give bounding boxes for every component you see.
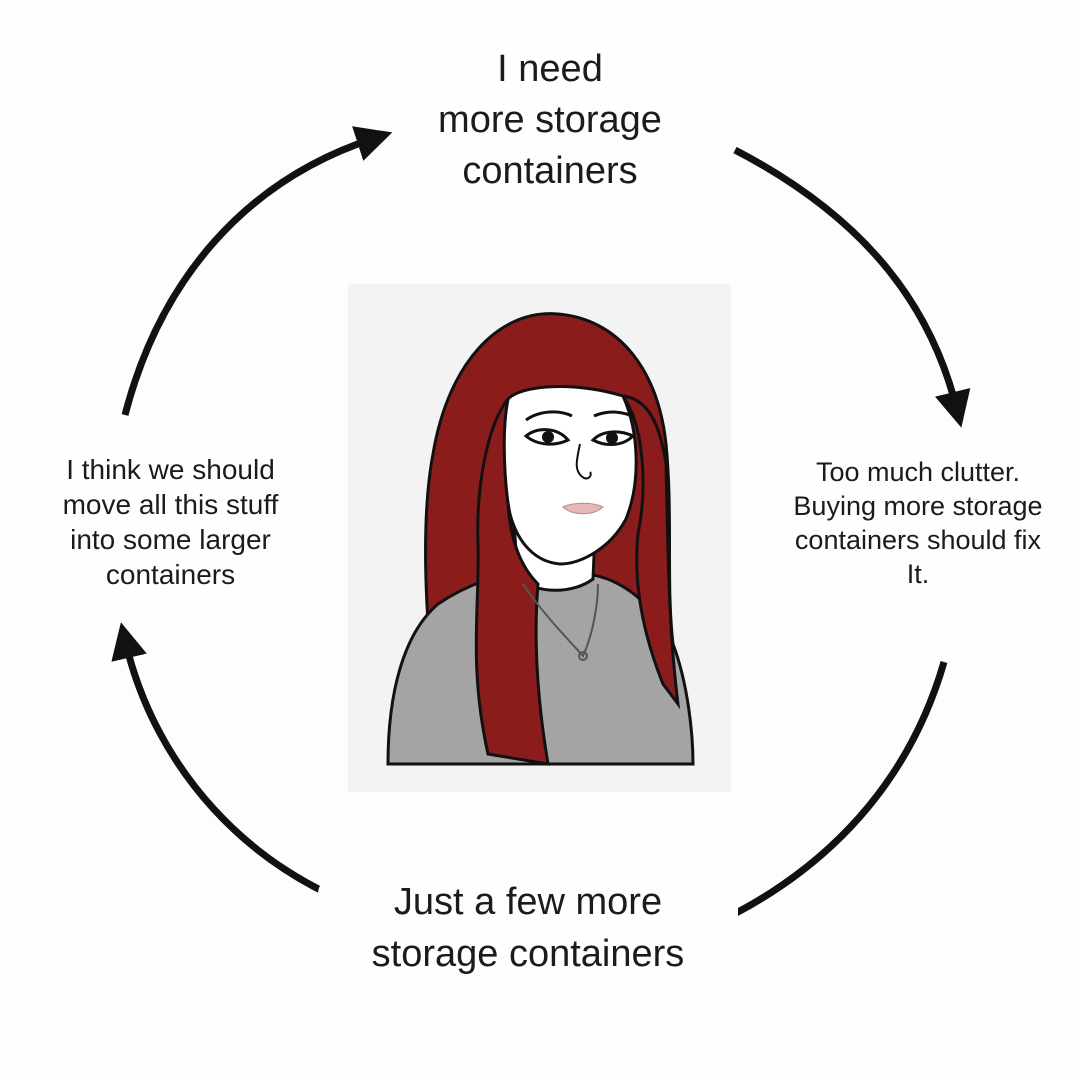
step-text-line: containers <box>105 559 236 590</box>
step-too-much-clutter: Too much clutter. Buying more storage co… <box>768 455 1068 591</box>
left-eyebrow <box>525 410 573 422</box>
necklace <box>522 583 599 658</box>
step-text-line: Just a few more <box>393 881 663 923</box>
hair-front-left <box>474 398 550 766</box>
step-just-a-few-more: Just a few more storage containers <box>318 876 738 980</box>
necklace-pendant <box>578 651 588 661</box>
step-text-line: Too much clutter. <box>815 457 1021 487</box>
woman-illustration <box>386 312 695 766</box>
step-move-into-larger-containers: I think we should move all this stuff in… <box>18 452 323 592</box>
step-text-line: containers should fix <box>794 525 1042 555</box>
step-text-line: more storage <box>438 99 662 141</box>
lips <box>562 502 604 515</box>
step-text-line: I need <box>497 48 603 90</box>
arrow-left-to-top <box>121 126 393 416</box>
step-text-line: containers <box>462 150 638 192</box>
arrow-bottom-to-left <box>111 622 370 914</box>
step-text-line: It. <box>906 559 930 589</box>
hair-front-right <box>619 394 681 710</box>
left-pupil <box>542 431 554 443</box>
step-text-line: into some larger <box>70 524 271 555</box>
nose <box>575 443 592 480</box>
arrow-right-to-bottom <box>695 661 948 934</box>
step-text-line: I think we should <box>66 454 275 485</box>
right-pupil <box>606 432 618 444</box>
step-text-line: move all this stuff <box>62 489 279 520</box>
step-text-line: storage containers <box>371 933 685 975</box>
step-text-line: Buying more storage <box>793 491 1043 521</box>
step-need-more-containers: I need more storage containers <box>395 44 705 197</box>
arrow-top-to-right <box>733 146 971 428</box>
woman-portrait <box>348 284 731 792</box>
